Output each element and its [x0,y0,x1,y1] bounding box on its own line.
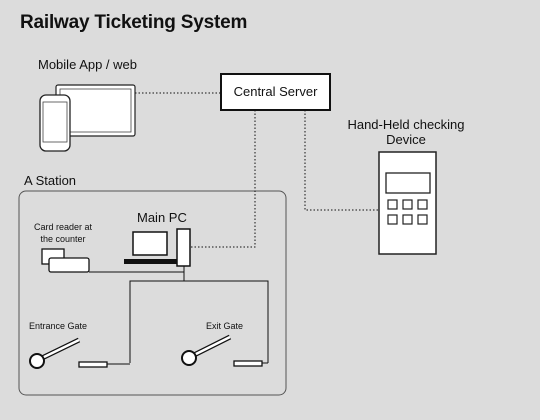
exit-gate-label: Exit Gate [206,321,244,331]
diagram-title: Railway Ticketing System [20,12,248,33]
central-server-box [220,73,331,111]
entrance-gate-icon [29,337,130,369]
wire-reader-pc [89,266,185,273]
main-pc-icon [124,228,191,267]
card-reader-label: Card reader at the counter [33,222,93,244]
station-label: A Station [24,173,77,188]
main-pc-label: Main PC [137,210,187,225]
wire-gates [129,280,269,363]
station-boundary [18,190,287,396]
central-server-label: Central Server [233,83,318,99]
handheld-device-icon [378,151,437,255]
card-reader-icon [41,248,90,273]
connector-server-pc [191,110,256,248]
entrance-gate-label: Entrance Gate [29,321,88,331]
handheld-label: Hand-Held checking Device [347,117,465,147]
exit-gate-icon [181,334,268,367]
mobile-label: Mobile App / web [38,57,138,72]
device-group [39,84,136,152]
